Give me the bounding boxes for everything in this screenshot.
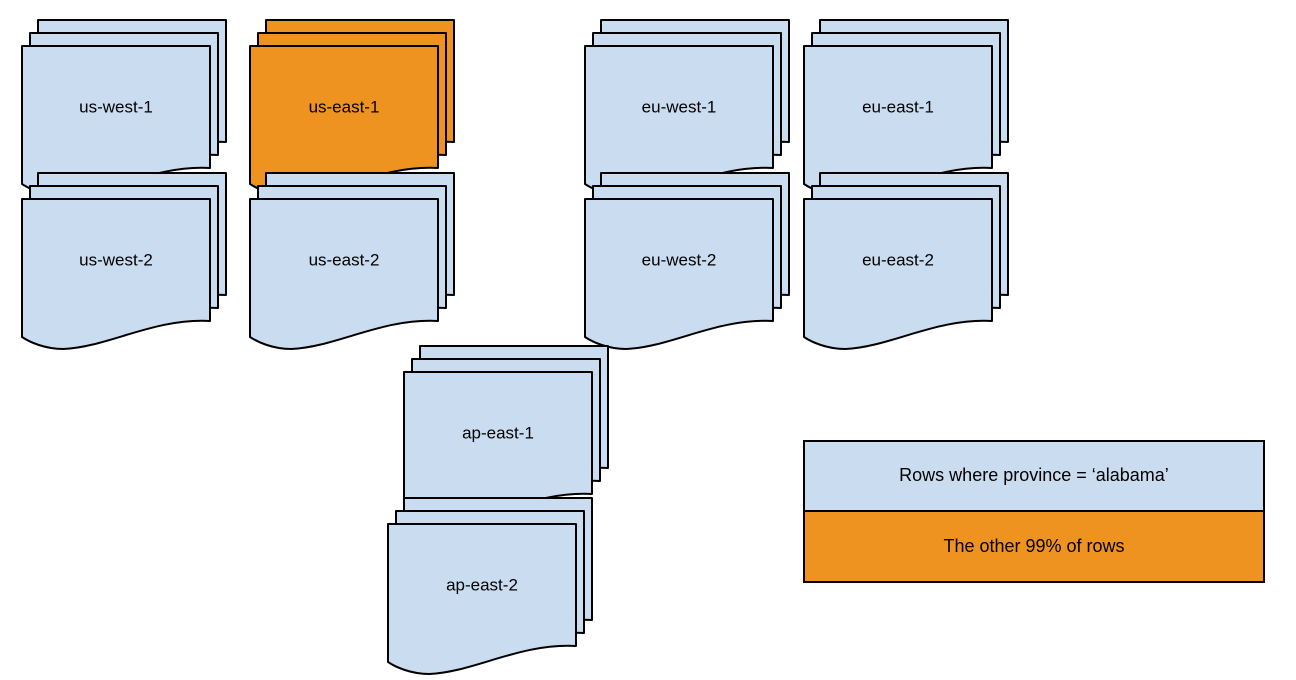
document-front-page [21,198,211,350]
document-front-page [584,198,774,350]
document-stack-shape: eu-east-2 [803,172,1009,350]
document-stack-shape: eu-west-2 [584,172,790,350]
document-stack-label: us-east-1 [309,97,380,116]
legend-label: Rows where province = ‘alabama’ [899,465,1169,486]
document-stack-label: eu-east-2 [862,250,934,269]
document-stack-us-east-1[interactable]: us-east-1 [248,18,478,197]
legend-row-matching-rows: Rows where province = ‘alabama’ [805,442,1263,512]
document-stack-shape: us-east-1 [249,19,455,197]
document-stack-shape: ap-east-1 [403,345,609,523]
document-stack-label: eu-east-1 [862,97,934,116]
document-stack-label: us-west-2 [79,250,153,269]
document-stack-label: eu-west-2 [642,250,717,269]
document-stack-label: eu-west-1 [642,97,717,116]
document-stack-eu-west-1[interactable]: eu-west-1 [583,18,813,197]
legend-row-other-rows: The other 99% of rows [805,511,1263,581]
document-stack-us-east-2[interactable]: us-east-2 [248,171,478,350]
document-stack-eu-east-1[interactable]: eu-east-1 [802,18,1032,197]
document-stack-eu-east-2[interactable]: eu-east-2 [802,171,1032,350]
document-stack-label: ap-east-1 [462,423,534,442]
document-stack-eu-west-2[interactable]: eu-west-2 [583,171,813,350]
document-stack-label: us-west-1 [79,97,153,116]
legend-label: The other 99% of rows [943,535,1125,556]
document-stack-label: us-east-2 [309,250,380,269]
document-stack-shape: ap-east-2 [387,497,593,675]
document-stack-ap-east-1[interactable]: ap-east-1 [402,344,632,523]
document-stack-label: ap-east-2 [446,575,518,594]
document-front-page [249,198,439,350]
document-stack-shape: us-west-2 [21,172,227,350]
document-stack-shape: us-east-2 [249,172,455,350]
document-stack-shape: eu-east-1 [803,19,1009,197]
legend: Rows where province = ‘alabama’ The other… [803,440,1265,583]
document-stack-us-west-1[interactable]: us-west-1 [20,18,250,197]
document-stack-ap-east-2[interactable]: ap-east-2 [386,496,616,675]
document-front-page [803,198,993,350]
document-front-page [387,523,577,675]
document-stack-us-west-2[interactable]: us-west-2 [20,171,250,350]
